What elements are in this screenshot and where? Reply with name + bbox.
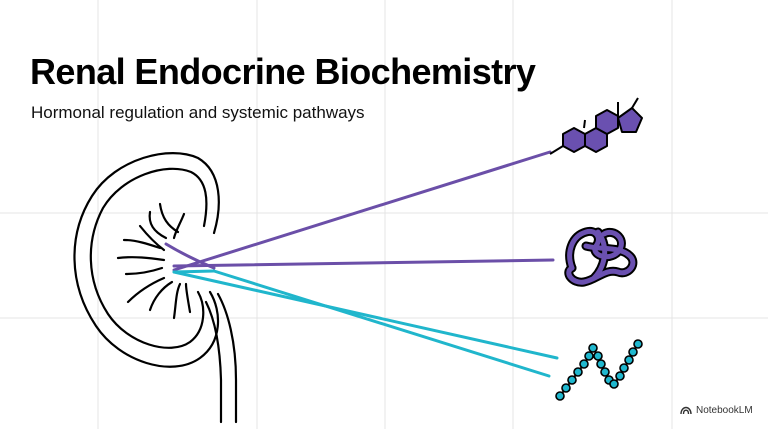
page-subtitle: Hormonal regulation and systemic pathway… (31, 103, 365, 122)
pathway-peptide-line-lower (212, 269, 551, 378)
pathway-protein-line (172, 258, 555, 268)
page-title: Renal Endocrine Biochemistry (30, 51, 536, 92)
pathway-steroid-line (172, 150, 552, 272)
pathway-peptide-connector (172, 269, 216, 274)
pathway-peptide-line-upper (172, 270, 559, 360)
kidney-icon (73, 152, 238, 424)
brand-label: NotebookLM (696, 405, 753, 416)
folded-protein-icon (564, 226, 638, 287)
steroid-ring-icon (549, 97, 643, 155)
brand-watermark: NotebookLM (680, 405, 753, 416)
notebooklm-logo-icon (680, 406, 692, 415)
peptide-chain-icon (555, 339, 643, 401)
pathway-lines (164, 150, 559, 378)
pathway-kidney-loop (164, 242, 216, 270)
